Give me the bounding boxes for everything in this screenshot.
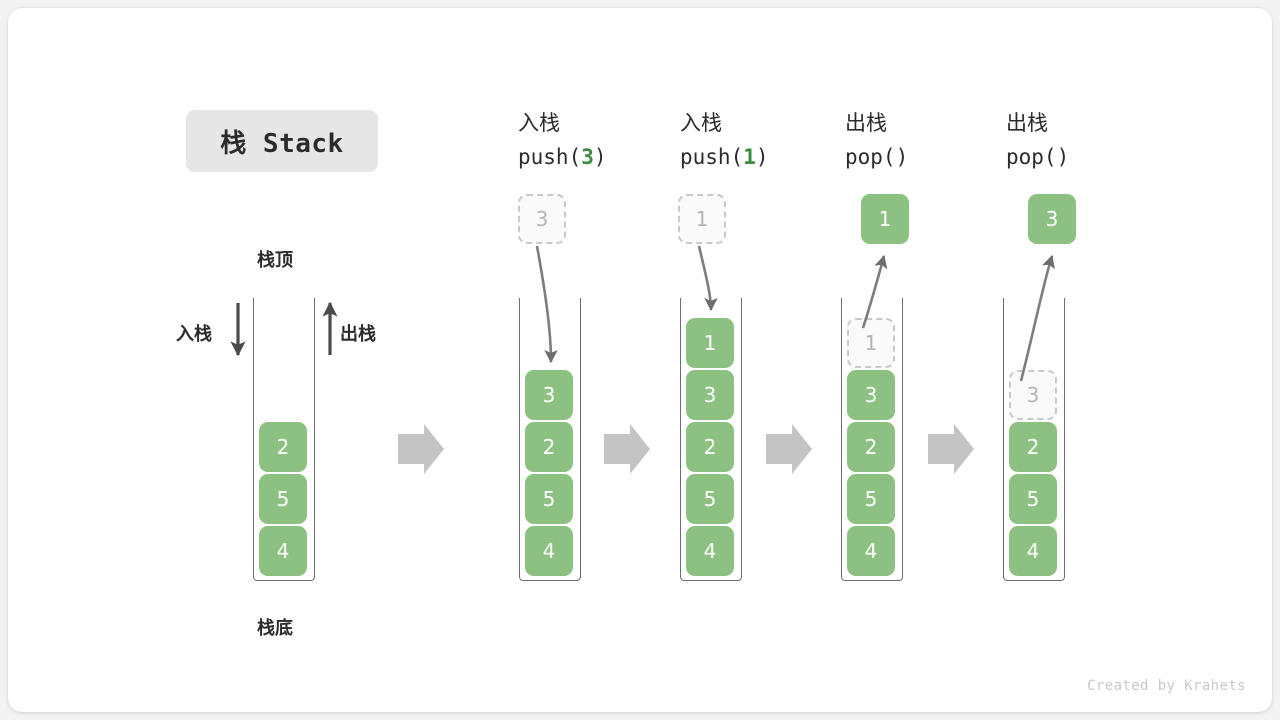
stage-op-code-value: 3 [581,145,594,169]
stack-cell: 5 [259,474,307,524]
stage-op-code-suffix: ) [755,145,769,169]
stage-op-code-prefix: push( [680,145,744,169]
stage-op-code-suffix: ) [895,145,909,169]
stage-op-label: 入栈 [680,111,722,135]
stack-tube-pop-1 [841,298,903,581]
stack-tube-push-1 [680,298,742,581]
stack-cell: 3 [525,370,573,420]
stack-cell: 3 [686,370,734,420]
stage-op-label: 出栈 [845,111,887,135]
label-pop-direction: 出栈 [340,324,376,345]
stack-tube-initial [253,298,315,581]
stack-cell: 4 [847,526,895,576]
stack-cell: 2 [525,422,573,472]
popped-cell: 3 [1028,194,1076,244]
ghost-cell-removed: 3 [1009,370,1057,420]
stack-cell: 5 [686,474,734,524]
stack-cell: 5 [847,474,895,524]
stack-cell: 2 [1009,422,1057,472]
stage-op-code-prefix: pop( [1006,145,1057,169]
ghost-cell-incoming: 3 [518,194,566,244]
stage-caption-push-3: 入栈 push(3) [518,106,607,174]
stack-tube-pop-3 [1003,298,1065,581]
stage-caption-pop-1: 出栈 pop() [845,106,908,174]
stage-op-code-suffix: ) [593,145,607,169]
stage-op-code-prefix: push( [518,145,582,169]
label-stack-bottom: 栈底 [257,618,293,639]
stack-tube-push-3 [519,298,581,581]
label-push-direction: 入栈 [176,324,212,345]
stack-cell: 4 [686,526,734,576]
watermark-credit: Created by Krahets [1087,678,1246,694]
label-stack-top: 栈顶 [257,250,293,271]
stage-op-code-value: 1 [743,145,756,169]
stage-op-label: 入栈 [518,111,560,135]
stack-cell: 4 [259,526,307,576]
popped-cell: 1 [861,194,909,244]
stack-cell: 2 [686,422,734,472]
stage-op-code-suffix: ) [1056,145,1070,169]
stage-op-code-prefix: pop( [845,145,896,169]
stack-cell: 4 [525,526,573,576]
stage-caption-push-1: 入栈 push(1) [680,106,769,174]
stage-caption-pop-3: 出栈 pop() [1006,106,1069,174]
stack-cell: 3 [847,370,895,420]
ghost-cell-incoming: 1 [678,194,726,244]
ghost-cell-removed: 1 [847,318,895,368]
stack-cell: 4 [1009,526,1057,576]
stack-cell: 5 [525,474,573,524]
stack-cell: 2 [847,422,895,472]
stage-op-label: 出栈 [1006,111,1048,135]
stack-cell: 1 [686,318,734,368]
stack-cell: 5 [1009,474,1057,524]
stack-cell: 2 [259,422,307,472]
page-title-badge: 栈 Stack [186,110,378,172]
